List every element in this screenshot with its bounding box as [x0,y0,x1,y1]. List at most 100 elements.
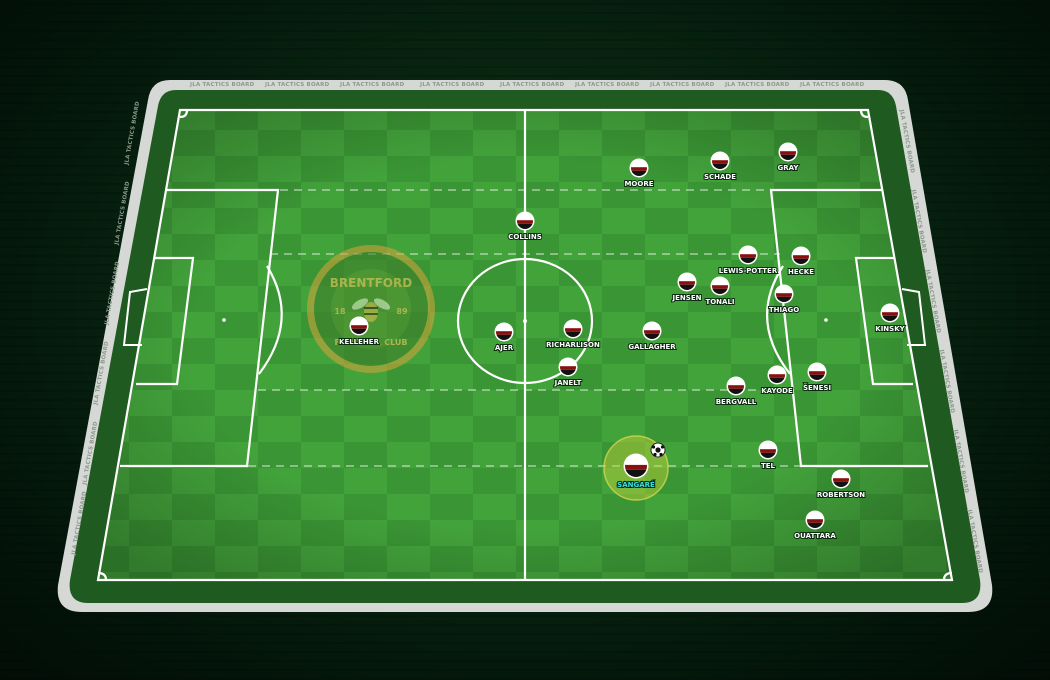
branding-text-top-7: JLA TACTICS BOARD [724,82,790,88]
player-name: JENSEN [672,294,702,302]
pitch-markings [96,108,954,582]
shirt-stripe [712,160,728,164]
player-marker[interactable]: GRAY [777,142,800,173]
player-name: JANELT [554,379,582,387]
shirt-stripe [809,371,825,375]
player-name: LEWIS-POTTER [719,267,778,275]
shirt-bottom [760,452,776,458]
shirt-top [644,323,660,331]
shirt-top [712,278,728,286]
shirt-bottom [807,522,823,528]
player-marker[interactable]: ŠENESI [802,362,832,393]
player-marker[interactable]: GALLAGHER [627,321,677,352]
crest-left-number: 18 [334,307,346,316]
branding-text-top-1: JLA TACTICS BOARD [264,82,330,88]
shirt-top [740,247,756,255]
shirt-top [807,512,823,520]
shirt-bottom [740,257,756,263]
player-name: OUATTARA [794,532,836,540]
player-marker[interactable]: JANELT [553,357,583,388]
shirt-bottom [776,296,792,302]
player-marker[interactable]: KINSKY [874,303,907,334]
shirt-bottom [517,223,533,229]
player-marker[interactable]: ROBERTSON [816,469,866,500]
player-marker[interactable]: JENSEN [671,272,703,303]
shirt-stripe [625,464,647,470]
shirt-stripe [712,285,728,289]
player-name: ŠENESI [803,383,831,392]
player-marker[interactable]: TEL [758,440,778,471]
shirt-top [809,364,825,372]
player-name: KINSKY [875,325,905,333]
player-name: HECKE [788,268,814,276]
player-name: TONALI [705,298,734,306]
shirt-bottom [712,163,728,169]
player-marker[interactable]: BERGVALL [715,376,758,407]
shirt-top [728,378,744,386]
shirt-top [565,321,581,329]
shirt-bottom [625,469,647,477]
player-name: AJER [495,344,514,352]
shirt-top [560,359,576,367]
player-name: KAYODE [761,387,793,395]
player-marker[interactable]: SCHADE [703,151,737,182]
player-marker[interactable]: COLLINS [507,211,543,242]
shirt-stripe [560,366,576,370]
ball-icon[interactable] [650,442,666,458]
shirt-bottom [793,258,809,264]
shirt-stripe [769,374,785,378]
shirt-top [769,367,785,375]
player-marker[interactable]: MOORE [623,158,655,189]
player-name: SCHADE [704,173,736,181]
crest-sub: FOOTBALL CLUB [334,338,407,347]
player-name: THIAGO [769,306,799,314]
player-marker[interactable]: LEWIS-POTTER [718,245,779,276]
player-marker[interactable]: HECKE [787,246,815,277]
shirt-bottom [712,288,728,294]
shirt-bottom [780,154,796,160]
player-marker[interactable]: OUATTARA [793,510,837,541]
player-name: RICHARLISON [546,341,600,349]
player-marker[interactable]: RICHARLISON [545,319,601,350]
shirt-stripe [793,255,809,259]
player-marker[interactable]: TONALI [704,276,736,307]
shirt-bottom [496,334,512,340]
shirt-top [517,213,533,221]
crest-right-number: 89 [396,307,408,316]
branding-text-top-0: JLA TACTICS BOARD [189,82,255,88]
shirt-stripe [780,151,796,155]
player-marker[interactable]: KAYODE [760,365,794,396]
shirt-bottom [560,369,576,375]
shirt-stripe [882,312,898,316]
player-marker[interactable]: AJER [494,322,515,353]
shirt-top [496,324,512,332]
shirt-stripe [740,254,756,258]
shirt-top [776,286,792,294]
player-name: KELLEHER [339,338,380,346]
crest-name: BRENTFORD [330,276,412,290]
shirt-stripe [807,519,823,523]
player-marker[interactable]: THIAGO [768,284,800,315]
shirt-top [679,274,695,282]
player-marker[interactable]: KELLEHER [338,316,381,347]
shirt-stripe [776,293,792,297]
branding-text-top-5: JLA TACTICS BOARD [574,82,640,88]
shirt-bottom [631,170,647,176]
player-name: GALLAGHER [628,343,676,351]
branding-text-top-2: JLA TACTICS BOARD [339,82,405,88]
shirt-bottom [644,333,660,339]
player-name: GRAY [778,164,800,172]
branding-text-top-3: JLA TACTICS BOARD [419,82,485,88]
shirt-top [882,305,898,313]
shirt-bottom [833,481,849,487]
shirt-bottom [882,315,898,321]
shirt-top [793,248,809,256]
shirt-stripe [631,167,647,171]
shirt-top [780,144,796,152]
shirt-stripe [565,328,581,332]
shirt-top [712,153,728,161]
branding-text-top-6: JLA TACTICS BOARD [649,82,715,88]
branding-text-top-8: JLA TACTICS BOARD [799,82,865,88]
player-name: MOORE [624,180,653,188]
